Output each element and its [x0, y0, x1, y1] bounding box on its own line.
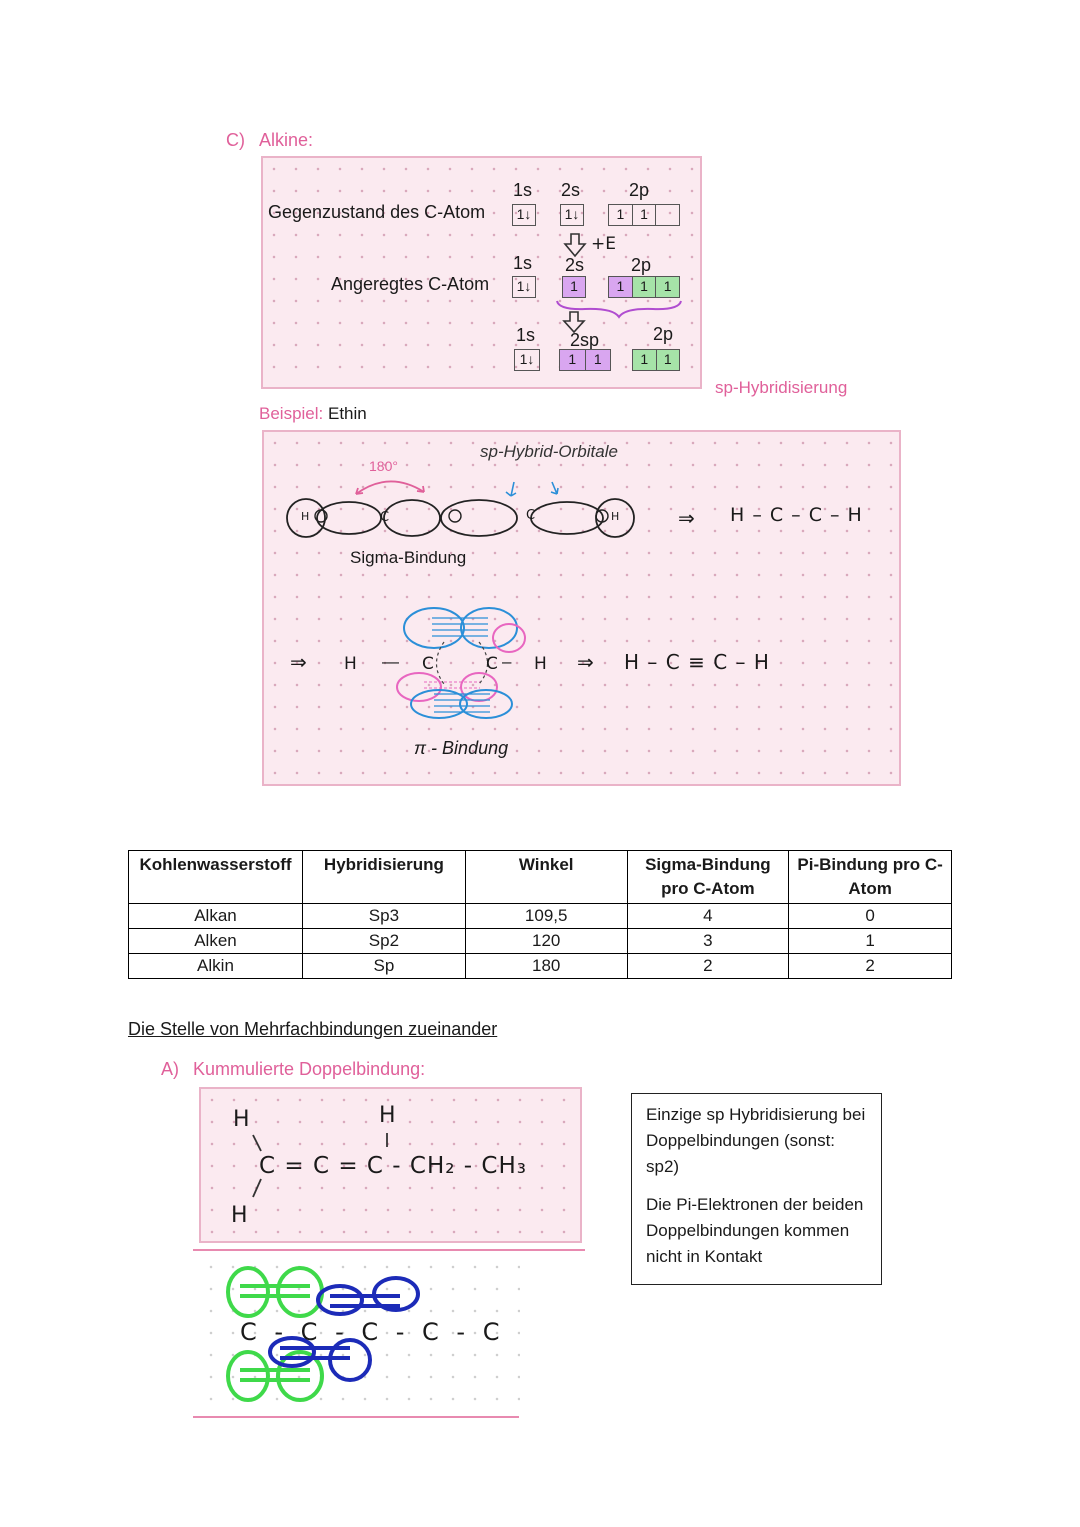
- example-heading: Beispiel: Ethin: [259, 404, 367, 424]
- pi-bond-line-right: –: [502, 652, 512, 671]
- divider-bottom: [193, 1416, 519, 1418]
- ethin-drawing: [286, 480, 635, 719]
- section-c-label: C): [226, 130, 245, 150]
- ethin-panel: sp-Hybrid-Orbitale 180° H C C H ⇒ H – C …: [262, 430, 901, 786]
- atom-c-left: C: [380, 510, 390, 525]
- example-label: Beispiel:: [259, 404, 324, 423]
- hybrid-2p-box: 1 1: [632, 349, 680, 371]
- hybrid-1s-box: 1↓: [514, 349, 540, 371]
- level-2sp: 2sp: [570, 330, 600, 350]
- hybrid-orbitals-label: sp-Hybrid-Orbitale: [480, 442, 618, 461]
- excited-2s-box: 1: [562, 276, 586, 298]
- atom-c-right: C: [526, 508, 536, 523]
- orbital-chain-panel: C - C - C - C - C: [200, 1256, 520, 1416]
- excited-state-label: Angeregtes C-Atom: [331, 274, 490, 294]
- ground-2p-box: 1 1: [608, 204, 680, 226]
- level-2p-excited: 2p: [631, 255, 652, 275]
- level-2s: 2s: [561, 180, 581, 200]
- formula-sigma: H – C – C – H: [730, 504, 863, 526]
- excited-1s-box: 1↓: [512, 276, 536, 298]
- pi-atom-c-right: C: [486, 654, 498, 674]
- sigma-label: Sigma-Bindung: [350, 548, 467, 567]
- structure-h-bottom-left: H: [231, 1203, 248, 1228]
- table-row: Alkin Sp 180 2 2: [128, 953, 952, 979]
- structure-panel: H H H C = C = C - CH₂ - CH₃: [199, 1087, 582, 1243]
- section-a-label: A): [161, 1059, 179, 1079]
- down-arrow-icon-2: [562, 311, 586, 334]
- table-header-row: Kohlenwasserstoff Hybridisierung Winkel …: [128, 850, 952, 904]
- structure-chain: C = C = C - CH₂ - CH₃: [259, 1153, 527, 1179]
- excited-2p-box: 1 1 1: [608, 276, 680, 298]
- level-1s: 1s: [513, 180, 533, 200]
- hydrocarbon-table: Kohlenwasserstoff Hybridisierung Winkel …: [128, 850, 952, 979]
- header-kohlenwasserstoff: Kohlenwasserstoff: [128, 850, 303, 904]
- header-hybridisierung: Hybridisierung: [301, 850, 466, 904]
- table-row: Alkan Sp3 109,5 4 0: [128, 903, 952, 929]
- header-pi: Pi-Bindung pro C-Atom: [788, 850, 952, 904]
- level-1s-hybrid: 1s: [516, 325, 536, 345]
- formula-triple: H – C ≡ C – H: [624, 650, 770, 674]
- angle-label: 180°: [369, 458, 398, 474]
- example-molecule: Ethin: [328, 404, 367, 423]
- orbital-diagram-panel: Gegenzustand des C-Atom Angeregtes C-Ato…: [261, 156, 702, 389]
- pi-atom-h-right: H: [534, 654, 547, 674]
- level-1s-excited: 1s: [513, 253, 533, 273]
- structure-h-top: H: [379, 1103, 396, 1128]
- section-2-title: Die Stelle von Mehrfachbindungen zueinan…: [128, 1019, 498, 1039]
- note-box: Einzige sp Hybridisierung bei Doppelbind…: [631, 1093, 882, 1285]
- level-2s-excited: 2s: [565, 255, 585, 275]
- arrow-2: ⇒: [290, 652, 307, 674]
- pi-atom-c-left: C: [422, 654, 434, 674]
- brace-icon: [556, 300, 682, 319]
- section-a-title: Kummulierte Doppelbindung:: [193, 1059, 426, 1079]
- atom-h-left: H: [301, 510, 310, 523]
- hybrid-sp-box: 1 1: [559, 349, 611, 371]
- structure-bonds: [252, 1133, 388, 1198]
- table-row: Alken Sp2 120 3 1: [128, 928, 952, 954]
- hybridization-name: sp-Hybridisierung: [715, 378, 848, 397]
- atom-h-right: H: [611, 510, 620, 523]
- level-2p-hybrid: 2p: [653, 324, 674, 344]
- chain-bottom: C - C - C - C - C: [240, 1318, 503, 1346]
- structure-h-top-left: H: [233, 1107, 250, 1132]
- arrow-1: ⇒: [678, 508, 695, 530]
- pi-atom-h-left: H: [344, 654, 357, 674]
- section-c-title: Alkine:: [259, 130, 314, 150]
- divider-top: [193, 1249, 585, 1251]
- note-paragraph-2: Die Pi-Elektronen der beiden Doppelbindu…: [646, 1195, 864, 1266]
- ground-state-label: Gegenzustand des C-Atom: [268, 202, 486, 222]
- down-arrow-icon: [563, 233, 587, 258]
- arrow-3: ⇒: [577, 652, 594, 674]
- orbital-chain-drawing: [226, 1266, 420, 1402]
- ground-1s-box: 1↓: [512, 204, 536, 226]
- note-paragraph-1: Einzige sp Hybridisierung bei Doppelbind…: [646, 1105, 866, 1176]
- level-2p: 2p: [629, 180, 650, 200]
- pi-label: π - Bindung: [414, 738, 509, 758]
- header-sigma: Sigma-Bindung pro C-Atom: [626, 850, 790, 904]
- energy-label: +E: [591, 234, 616, 254]
- pi-bond-line-left: —: [382, 652, 399, 671]
- ground-2s-box: 1↓: [560, 204, 584, 226]
- header-winkel: Winkel: [464, 850, 628, 904]
